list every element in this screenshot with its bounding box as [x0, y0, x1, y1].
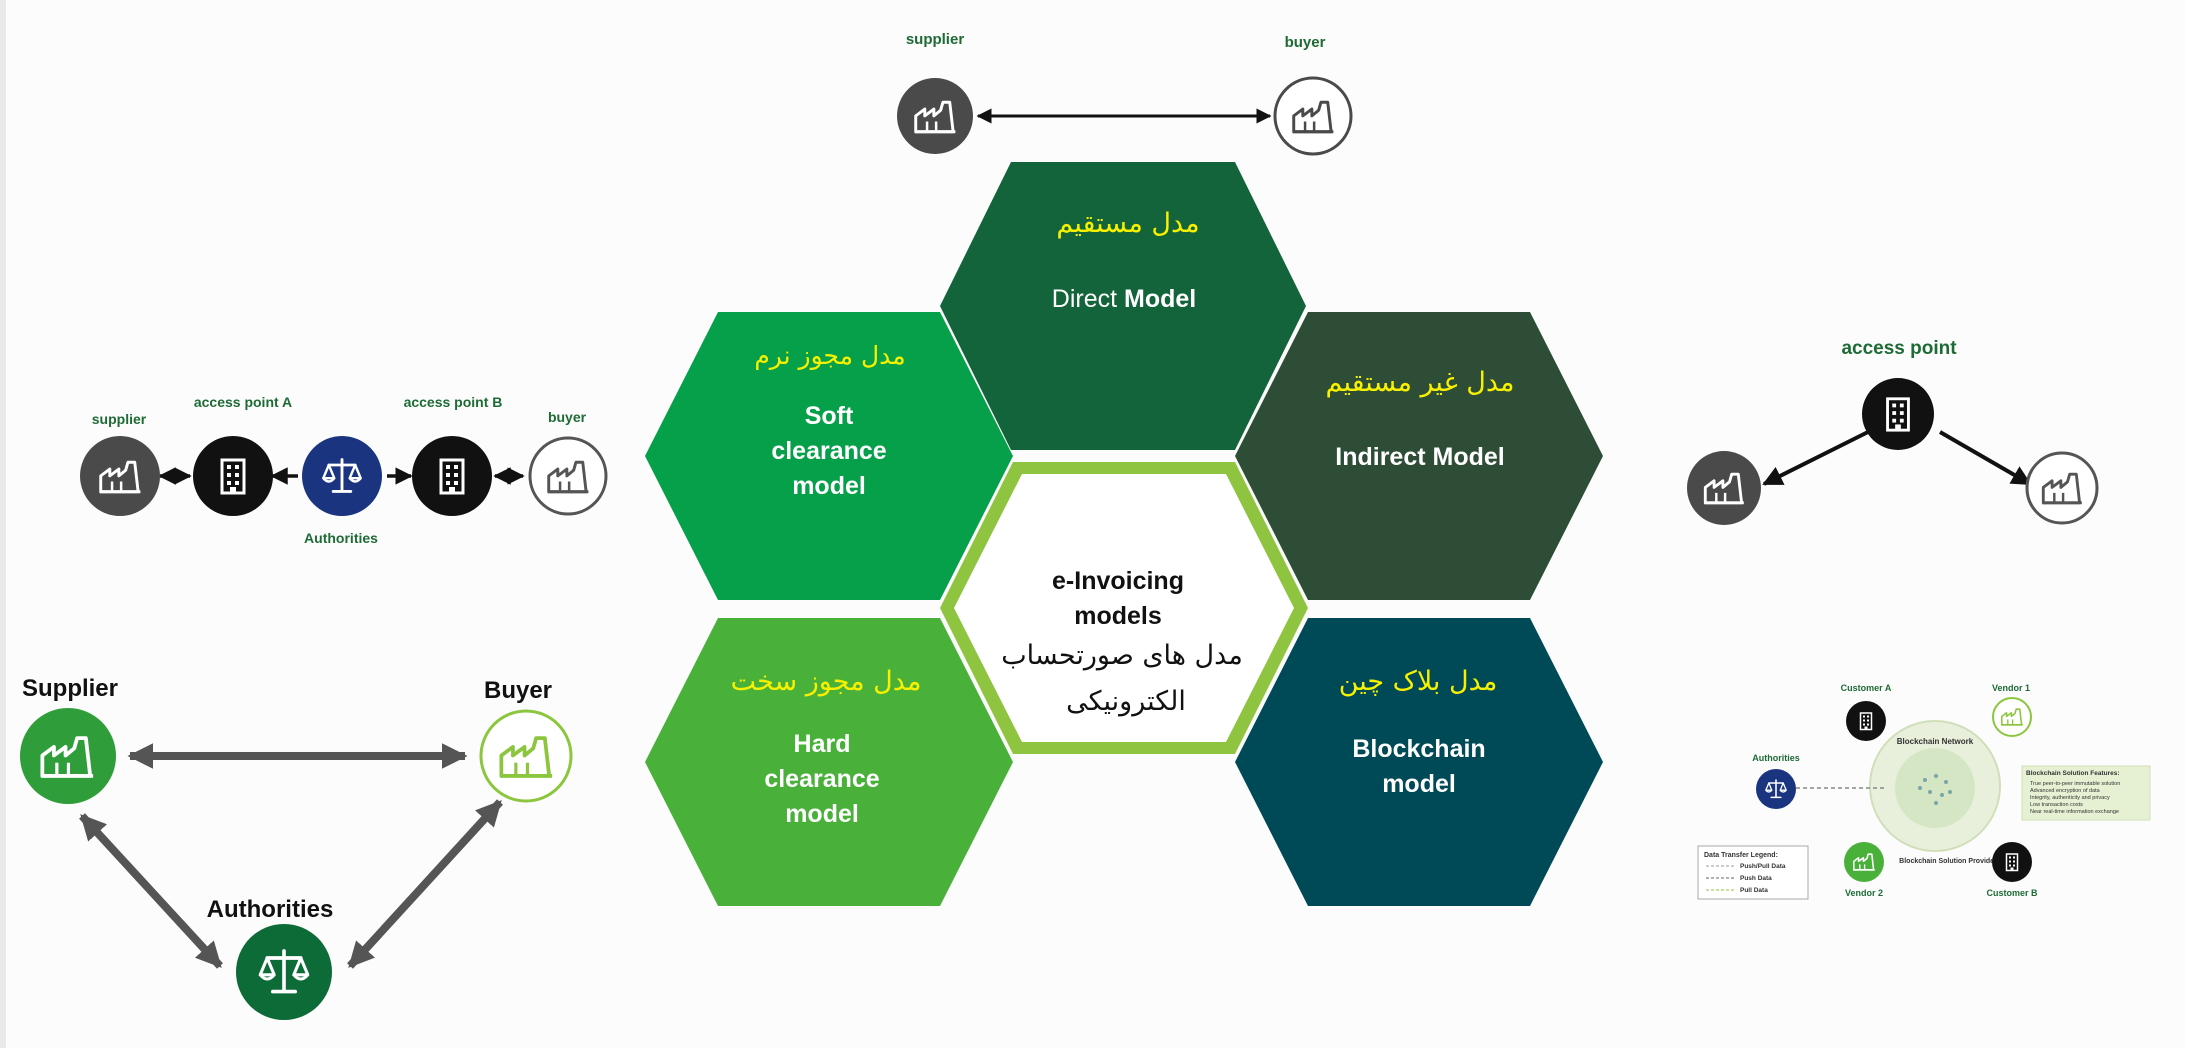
hex-direct-english-title: Direct Model	[1052, 285, 1196, 313]
buyer-authorities-arrow	[347, 799, 503, 969]
hex-soft-line-1: Soft	[805, 402, 854, 430]
chain-access-point-b-label: access point B	[404, 394, 503, 410]
chain-buyer-factory-icon	[528, 436, 608, 516]
hex-center-english-line-1: e-Invoicing	[1052, 567, 1184, 595]
blockchain-vendor-1-label: Vendor 1	[1992, 683, 2030, 693]
triangle-buyer-factory-icon	[479, 709, 573, 803]
chain-access-point-a-label: access point A	[194, 394, 292, 410]
chain-access-point-a-building-icon	[193, 436, 273, 516]
direct-supplier-label: supplier	[906, 31, 965, 48]
chain-supplier-factory-icon	[80, 436, 160, 516]
blockchain-network-inner-ring	[1895, 748, 1975, 828]
hex-hard-line-3: model	[785, 800, 859, 828]
access-point-title: access point	[1841, 338, 1957, 359]
hex-direct-persian-title: مدل مستقیم	[1056, 208, 1199, 239]
hex-soft-line-3: model	[792, 472, 866, 500]
blockchain-features-title: Blockchain Solution Features:	[2026, 770, 2120, 777]
hex-blockchain-shape	[1235, 618, 1603, 906]
hex-blockchain-line-1: Blockchain	[1352, 735, 1485, 763]
legend-title: Data Transfer Legend:	[1704, 852, 1778, 859]
triangle-supplier-factory-icon	[20, 708, 116, 804]
blockchain-vendor-2-factory-icon	[1844, 842, 1884, 882]
direct-buyer-factory-icon	[1273, 76, 1353, 156]
chain-access-point-b-building-icon	[412, 436, 492, 516]
blockchain-legend-box: Data Transfer Legend: Push/Pull Data Pus…	[1697, 845, 1809, 900]
direct-supplier-factory-icon	[897, 78, 973, 154]
blockchain-customer-a-building-icon	[1846, 701, 1886, 741]
hex-hard-clearance: مدل مجوز سخت Hard clearance model	[645, 618, 1013, 906]
blockchain-feature-1: True peer-to-peer immutable solution	[2030, 781, 2120, 787]
hex-direct-model: مدل مستقیم Direct Model	[940, 162, 1306, 450]
blockchain-customer-b-building-icon	[1992, 842, 2032, 882]
hex-hard-shape	[645, 618, 1013, 906]
hex-soft-persian-title: مدل مجوز نرم	[754, 341, 905, 370]
blockchain-authorities-label: Authorities	[1752, 753, 1800, 763]
access-point-buyer-factory-icon	[2025, 451, 2099, 525]
hex-indirect-english-title: Indirect Model	[1335, 443, 1504, 471]
blockchain-feature-5: Near real-time information exchange	[2030, 809, 2119, 815]
indirect-access-point-diagram: access point	[1687, 338, 2099, 525]
blockchain-features-box: Blockchain Solution Features: True peer-…	[2021, 765, 2151, 821]
triangle-supplier-label: Supplier	[22, 675, 118, 702]
hex-hard-persian-title: مدل مجوز سخت	[731, 666, 922, 697]
triangle-authorities-scales-icon	[236, 924, 332, 1020]
blockchain-customer-b-label: Customer B	[1986, 888, 2038, 898]
hex-soft-shape	[645, 312, 1013, 600]
hex-soft-clearance: مدل مجوز نرم Soft clearance model	[645, 312, 1013, 600]
hex-center-persian-line-1: مدل های صورتحساب	[1001, 640, 1243, 671]
triangle-buyer-label: Buyer	[484, 677, 552, 704]
legend-pull: Pull Data	[1740, 887, 1768, 894]
hex-direct-shape	[940, 162, 1306, 450]
hex-blockchain-persian-title: مدل بلاک چین	[1339, 666, 1498, 697]
hex-blockchain-model: مدل بلاک چین Blockchain model	[1235, 618, 1603, 906]
blockchain-provider-label: Blockchain Solution Provider	[1899, 858, 1997, 865]
blockchain-feature-2: Advanced encryption of data	[2030, 788, 2101, 794]
hex-center-english-line-2: models	[1074, 602, 1162, 630]
hex-hard-line-2: clearance	[764, 765, 879, 793]
triangle-authorities-label: Authorities	[207, 896, 334, 923]
legend-push: Push Data	[1740, 875, 1772, 882]
chain-authorities-scales-icon	[302, 436, 382, 516]
blockchain-feature-4: Low transaction costs	[2030, 802, 2083, 808]
left-edge-strip	[0, 0, 6, 1048]
direct-model-diagram: supplier buyer	[897, 31, 1353, 156]
blockchain-vendor-2-label: Vendor 2	[1845, 888, 1883, 898]
chain-supplier-label: supplier	[92, 411, 147, 427]
chain-authorities-label: Authorities	[304, 530, 378, 546]
hex-blockchain-line-2: model	[1382, 770, 1456, 798]
direct-buyer-label: buyer	[1285, 34, 1326, 51]
hex-hard-line-1: Hard	[794, 730, 851, 758]
hard-clearance-triangle-diagram: Supplier Buyer Authorities	[20, 675, 573, 1020]
blockchain-network-diagram: Blockchain Network Blockchain Solution P…	[1697, 683, 2151, 900]
access-point-supplier-arrow	[1762, 430, 1869, 486]
hex-soft-line-2: clearance	[771, 437, 886, 465]
blockchain-customer-a-label: Customer A	[1841, 683, 1892, 693]
hex-center-shape	[954, 474, 1294, 742]
hex-center-persian-line-2: الکترونیکی	[1066, 686, 1186, 717]
hex-indirect-shape	[1235, 312, 1603, 600]
soft-clearance-chain-diagram: supplier access point A access point B b…	[80, 394, 608, 546]
hex-center-e-invoicing: e-Invoicing models مدل های صورتحساب الکت…	[940, 462, 1308, 754]
access-point-building-icon	[1862, 378, 1934, 450]
blockchain-network-nodes	[1918, 774, 1952, 805]
supplier-authorities-arrow	[79, 813, 223, 969]
hexagon-cluster: مدل مستقیم Direct Model مدل مجوز نرم Sof…	[645, 162, 1603, 906]
hex-indirect-model: مدل غیر مستقیم Indirect Model	[1235, 312, 1603, 600]
access-point-supplier-factory-icon	[1687, 451, 1761, 525]
access-point-buyer-arrow	[1938, 430, 2032, 486]
blockchain-network-label: Blockchain Network	[1897, 737, 1974, 746]
chain-buyer-label: buyer	[548, 409, 587, 425]
blockchain-authorities-scales-icon	[1756, 769, 1796, 809]
legend-push-pull: Push/Pull Data	[1740, 863, 1786, 870]
hex-indirect-persian-title: مدل غیر مستقیم	[1325, 367, 1514, 398]
blockchain-feature-3: Integrity, authenticity and privacy	[2030, 795, 2110, 801]
blockchain-vendor-1-factory-icon	[1992, 697, 2032, 737]
